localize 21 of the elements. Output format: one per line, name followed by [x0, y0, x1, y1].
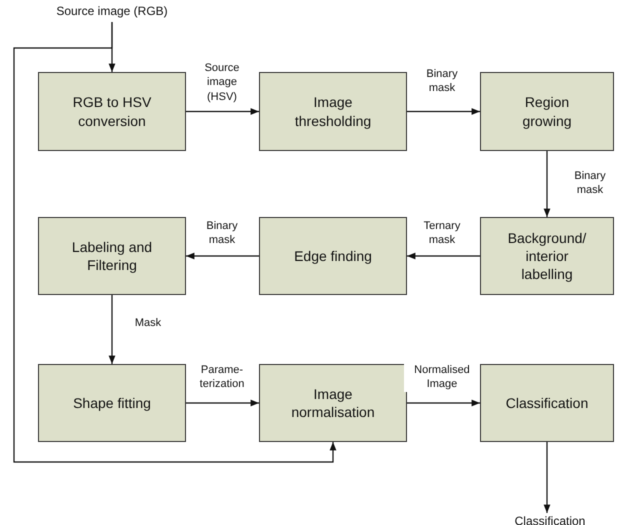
- process-box: Image thresholding: [259, 72, 407, 151]
- flow-text: Source image (RGB): [44, 2, 180, 20]
- arrow: [186, 108, 259, 115]
- arrow: [186, 400, 259, 406]
- arrow: [544, 442, 550, 513]
- flow-text: Classification: [500, 513, 600, 525]
- process-box: Classification: [480, 364, 614, 442]
- process-box: RGB to HSV conversion: [38, 72, 186, 151]
- arrow: [544, 151, 550, 217]
- process-box: Image normalisation: [259, 364, 407, 442]
- arrow: [407, 252, 480, 260]
- process-box: Labeling and Filtering: [38, 217, 186, 295]
- arrow: [407, 400, 480, 406]
- arrow: [108, 295, 116, 364]
- arrow: [407, 108, 480, 115]
- process-box: Region growing: [480, 72, 614, 151]
- arrow: [13, 22, 336, 463]
- arrow: [186, 252, 259, 260]
- process-box: Background/ interior labelling: [480, 217, 614, 295]
- process-box: Edge finding: [259, 217, 407, 295]
- process-box: Shape fitting: [38, 364, 186, 442]
